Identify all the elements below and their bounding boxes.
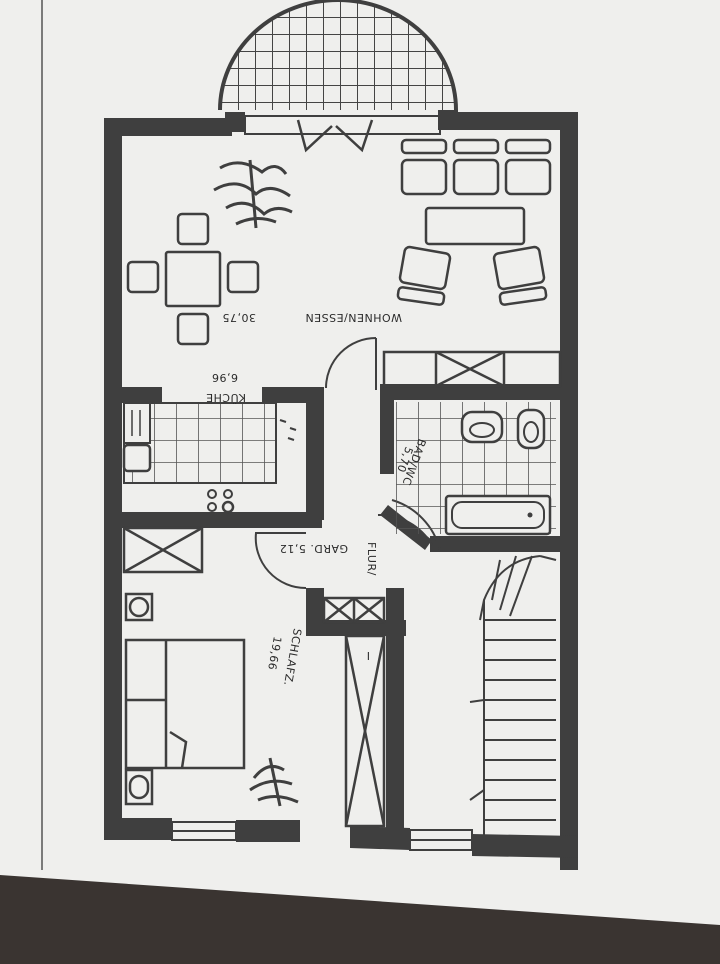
room-area-flur: GARD. 5,12	[279, 542, 348, 555]
room-label-wohnen: WOHNEN/ESSEN	[305, 311, 402, 324]
wardrobe-mark: I	[366, 649, 370, 662]
room-area-schlaf: 19,66	[265, 635, 284, 671]
wardrobe	[322, 596, 386, 828]
plant-icon	[249, 757, 299, 807]
plant-icon	[213, 159, 293, 229]
kitchen-area	[122, 402, 297, 514]
staircase	[469, 555, 557, 840]
room-label-kueche: KÜCHE	[206, 391, 246, 404]
room-label-flur: FLUR/	[365, 542, 378, 576]
outer-walls	[104, 110, 578, 870]
room-area-wohnen: 30,75	[222, 311, 256, 324]
bedroom-furniture	[122, 526, 246, 806]
windows	[171, 115, 473, 851]
bathroom-area	[396, 402, 556, 536]
paper-sheet	[0, 0, 720, 925]
interior-walls	[104, 384, 560, 828]
balcony-doors	[296, 119, 374, 153]
room-area-kueche: 6,96	[212, 371, 239, 384]
living-furniture	[126, 138, 562, 388]
